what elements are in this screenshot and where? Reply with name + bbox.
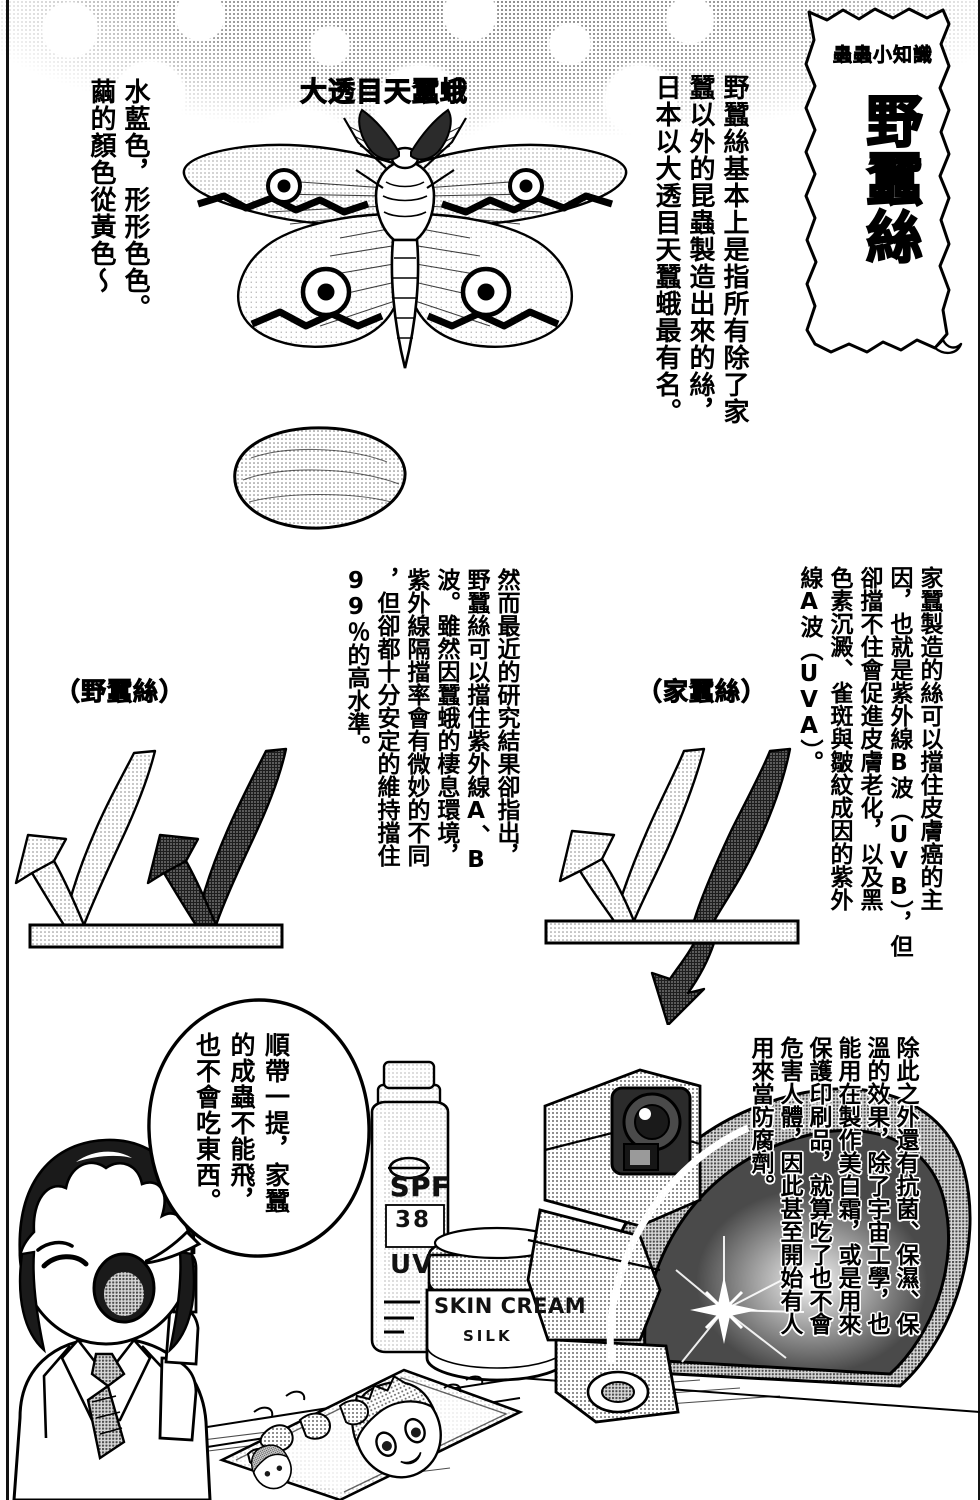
note-column: 因，也就是紫外線B波（UVB），但	[886, 566, 912, 958]
note-column: 家蠶製造的絲可以擋住皮膚癌的主	[916, 566, 942, 911]
note-column: 色素沉澱、雀斑與皺紋成因的紫外	[826, 566, 852, 911]
note-column: 溫的效果，除了宇宙工學，也	[863, 1036, 889, 1335]
bubble-column: 也不會吃東西。	[192, 1032, 222, 1214]
title-scroll	[797, 4, 965, 364]
domestic-silk-uv-note: 線A波（UVA）。 色素沉澱、雀斑與皺紋成因的紫外 卻擋不住會促進皮膚老化，以及…	[790, 566, 942, 958]
note-column: 用來當防腐劑。	[747, 1036, 773, 1197]
note-column: 除此之外還有抗菌、保濕、保	[892, 1036, 918, 1335]
skin-cream-silk-label: SILK	[463, 1327, 513, 1345]
speech-bubble-text: 也不會吃東西。 的成蟲不能飛， 順帶一提，家蠶	[185, 1032, 291, 1214]
scroll-header-text: 蟲蟲小知識	[832, 44, 933, 67]
note-column: 蠶以外的昆蟲製造出來的絲，	[685, 74, 715, 425]
note-column: 保護印刷品，就算吃了也不會	[805, 1036, 831, 1335]
research-result-note: 99％的高水準。 ，但卻都十分安定的維持擋住 紫外線隔擋率會有微妙的不同 波。雖…	[337, 568, 519, 873]
wild-silk-diagram-label: （野蠶絲）	[55, 677, 186, 707]
note-column: 99％的高水準。	[343, 568, 369, 758]
wild-silk-uv-diagram	[8, 735, 328, 965]
note-column: ，但卻都十分安定的維持擋住	[373, 568, 399, 867]
chibi-character	[12, 1138, 212, 1500]
note-column: 繭的顏色從黃色～	[86, 78, 116, 294]
manga-magazine	[218, 1368, 524, 1500]
note-column: 危害人體，因此甚至開始有人	[776, 1036, 802, 1335]
note-column: 能用在製作美白霜，或是用來	[834, 1036, 860, 1335]
space-helmet	[526, 1068, 972, 1424]
speech-bubble	[138, 996, 375, 1276]
cocoon-illustration	[205, 418, 415, 540]
sunscreen-spf-value: 38	[395, 1207, 432, 1233]
note-column: 線A波（UVA）。	[796, 566, 822, 774]
note-column: 波。雖然因蠶蛾的棲息環境，	[433, 568, 459, 867]
bubble-column: 的成蟲不能飛，	[227, 1032, 256, 1214]
skin-cream-label: SKIN CREAM	[434, 1294, 587, 1318]
other-uses-note: 用來當防腐劑。 危害人體，因此甚至開始有人 保護印刷品，就算吃了也不會 能用在製…	[742, 1036, 918, 1335]
note-column: 卻擋不住會促進皮膚老化，以及黑	[856, 566, 882, 911]
note-column: 紫外線隔擋率會有微妙的不同	[403, 568, 429, 867]
moth-caption: 大透目天蠶蛾	[299, 76, 468, 108]
bottom-scene-illustration	[0, 1040, 980, 1500]
sunscreen-uv-label: UV	[390, 1250, 434, 1280]
note-column: 野蠶絲基本上是指所有除了家	[719, 74, 749, 425]
note-column: 然而最近的研究結果卻指出，	[493, 568, 519, 867]
wild-silk-intro-note: 日本以大透目天蠶蛾最有名。 蠶以外的昆蟲製造出來的絲， 野蠶絲基本上是指所有除了…	[645, 74, 749, 425]
moth-illustration	[180, 96, 630, 386]
domestic-silk-uv-diagram	[518, 735, 848, 1027]
cocoon-color-note: 繭的顏色從黃色～ 水藍色，形形色色。	[80, 78, 150, 321]
bubble-column: 順帶一提，家蠶	[261, 1032, 291, 1214]
sunscreen-spf-label: SPF	[390, 1172, 451, 1204]
note-column: 野蠶絲可以擋住紫外線A、B	[463, 568, 489, 873]
page-title: 野蠶絲	[856, 91, 923, 267]
note-column: 日本以大透目天蠶蛾最有名。	[651, 74, 681, 425]
domestic-silk-diagram-label: （家蠶絲）	[637, 677, 768, 707]
note-column: 水藍色，形形色色。	[120, 78, 150, 321]
